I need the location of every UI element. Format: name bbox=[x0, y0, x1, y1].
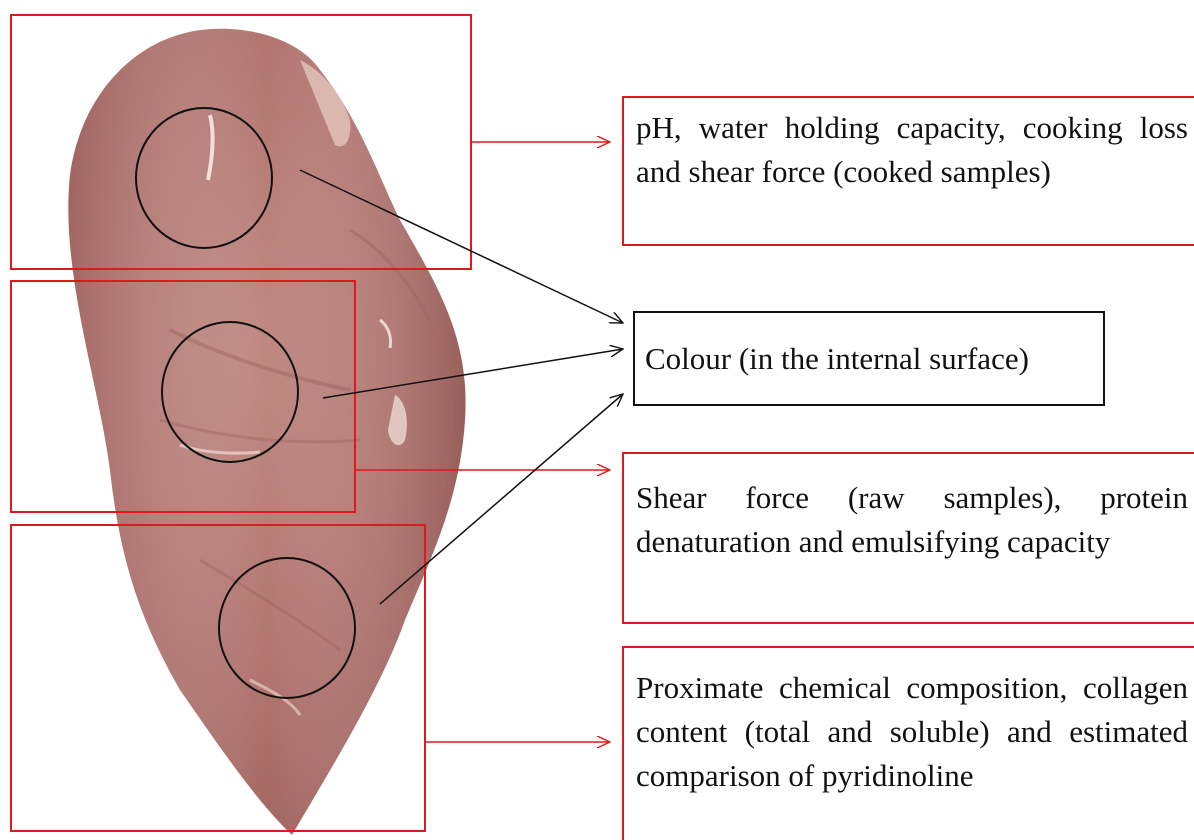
label-middle: Shear force (raw samples), protein denat… bbox=[622, 452, 1194, 624]
label-bottom: Proximate chemical composition, collagen… bbox=[622, 646, 1194, 840]
label-top: pH, water holding capacity, cooking loss… bbox=[622, 96, 1194, 246]
label-colour: Colour (in the internal surface) bbox=[633, 311, 1105, 406]
